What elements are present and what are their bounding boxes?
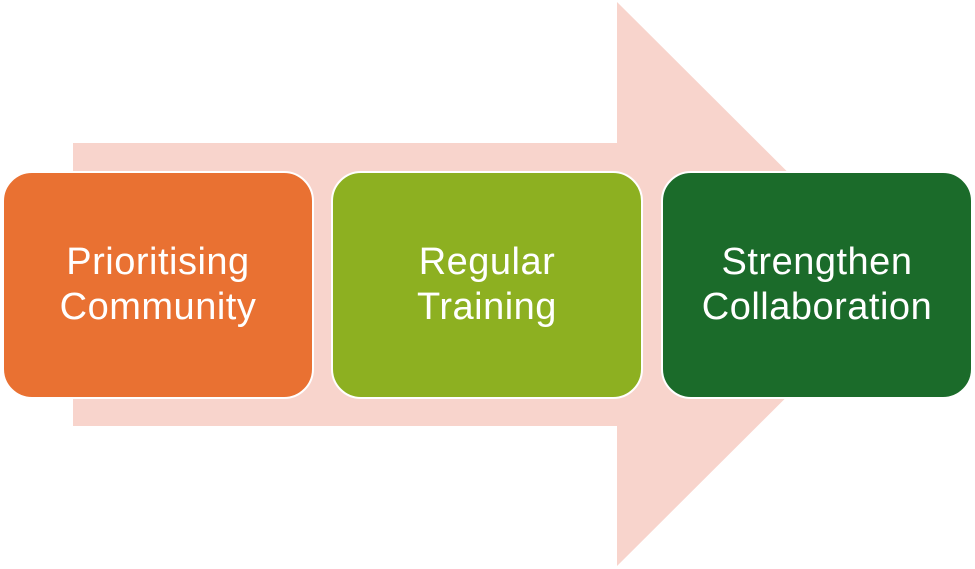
step-label: Strengthen Collaboration	[701, 241, 933, 328]
step-box-regular-training: Regular Training	[331, 171, 643, 399]
step-box-strengthen-collaboration: Strengthen Collaboration	[661, 171, 973, 399]
step-label: Regular Training	[417, 241, 557, 328]
step-box-prioritising-community: Prioritising Community	[2, 171, 314, 399]
step-label: Prioritising Community	[59, 241, 257, 328]
